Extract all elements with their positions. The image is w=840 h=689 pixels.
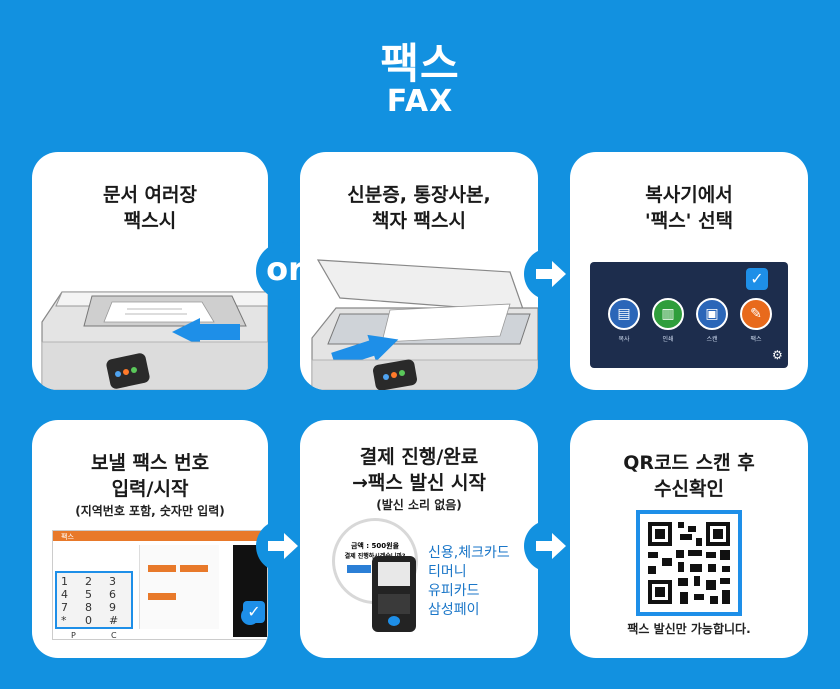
scan-icon[interactable]: ▣ <box>696 298 728 330</box>
payment-method-2: 티머니 <box>428 564 467 580</box>
arrow-right-icon <box>256 520 308 572</box>
key-p[interactable]: P <box>71 631 76 640</box>
step-5-note: (발신 소리 없음) <box>376 498 462 512</box>
step-card-5: 결제 진행/완료 →팩스 발신 시작 (발신 소리 없음) 금액 : 500원을… <box>300 420 538 658</box>
step-3-title-line-2: '팩스' 선택 <box>644 210 734 232</box>
step-card-2: 신분증, 통장사본, 책자 팩스시 <box>300 152 538 390</box>
qr-caption: 팩스 발신만 가능합니다. <box>627 622 751 636</box>
copy-label: 복사 <box>618 336 630 343</box>
page-title: 팩스 <box>380 39 460 88</box>
step-2-title-line-1: 신분증, 통장사본, <box>347 184 491 206</box>
fax-icon[interactable]: ✎ <box>740 298 772 330</box>
printer-adf-illustration <box>41 291 268 390</box>
step-4-title-line-2: 입력/시작 <box>111 478 189 500</box>
scan-label: 스캔 <box>706 336 718 343</box>
fax-panel-header <box>53 531 268 541</box>
key-7[interactable]: 7 <box>61 601 68 614</box>
nfc-icon <box>378 594 410 614</box>
option-selected-2[interactable] <box>180 565 208 572</box>
key-0[interactable]: 0 <box>85 614 92 627</box>
checkmark-icon: ✓ <box>746 268 768 290</box>
key-hash[interactable]: # <box>109 614 119 627</box>
payment-method-3: 유피카드 <box>428 583 480 599</box>
key-4[interactable]: 4 <box>61 588 68 601</box>
bubble-line-1: 금액 : 500원을 <box>350 542 400 550</box>
step-5-title-line-1: 결제 진행/완료 <box>359 446 479 468</box>
step-2-title-line-2: 책자 팩스시 <box>371 210 466 232</box>
step-3-title-line-1: 복사기에서 <box>645 184 733 206</box>
key-star[interactable]: * <box>61 614 67 627</box>
step-1-title-line-1: 문서 여러장 <box>102 184 197 206</box>
key-1[interactable]: 1 <box>61 575 68 588</box>
step-4-title-line-1: 보낼 팩스 번호 <box>90 452 210 474</box>
step-5-title-line-2: →팩스 발신 시작 <box>351 472 487 494</box>
copier-home-screen: ✓ ▤ 복사 ▥ 인쇄 ▣ 스캔 ✎ 팩스 ⚙ <box>590 262 788 368</box>
payment-method-4: 삼성페이 <box>428 602 480 618</box>
copy-icon[interactable]: ▤ <box>608 298 640 330</box>
card-reader <box>372 556 416 632</box>
key-8[interactable]: 8 <box>85 601 92 614</box>
step-card-3: 복사기에서 '팩스' 선택 ✓ ▤ 복사 ▥ 인쇄 ▣ 스캔 ✎ 팩스 ⚙ <box>570 152 808 390</box>
payment-method-1: 신용,체크카드 <box>428 545 510 561</box>
arrow-right-icon <box>524 248 576 300</box>
key-6[interactable]: 6 <box>109 588 116 601</box>
step-6-title-line-1: QR코드 스캔 후 <box>623 452 755 474</box>
qr-code-icon[interactable] <box>640 514 738 612</box>
option-selected[interactable] <box>148 565 176 572</box>
gear-icon[interactable]: ⚙ <box>772 348 783 362</box>
checkmark-icon: ✓ <box>243 601 265 623</box>
bubble-cancel-button[interactable] <box>347 565 371 573</box>
print-icon[interactable]: ▥ <box>652 298 684 330</box>
key-9[interactable]: 9 <box>109 601 116 614</box>
option-selected-3[interactable] <box>148 593 176 600</box>
print-label: 인쇄 <box>662 336 674 343</box>
step-card-4: 보낼 팩스 번호 입력/시작 (지역번호 포함, 숫자만 입력) 팩스 1 2 … <box>32 420 268 658</box>
page-subtitle: FAX <box>386 84 454 119</box>
settings-panel <box>139 545 219 629</box>
step-4-note: (지역번호 포함, 숫자만 입력) <box>75 504 225 518</box>
arrow-right-icon <box>524 520 576 572</box>
step-card-1: 문서 여러장 팩스시 <box>32 152 268 390</box>
step-1-title-line-2: 팩스시 <box>123 210 177 232</box>
printer-flatbed-illustration <box>311 259 538 390</box>
key-c[interactable]: C <box>111 631 117 640</box>
step-6-title-line-2: 수신확인 <box>654 478 724 500</box>
key-3[interactable]: 3 <box>109 575 116 588</box>
payment-methods: 신용,체크카드 티머니 유피카드 삼성페이 <box>428 544 510 620</box>
qr-code-frame <box>636 510 742 616</box>
fax-label: 팩스 <box>750 336 762 343</box>
key-2[interactable]: 2 <box>85 575 92 588</box>
fax-panel-title: 팩스 <box>61 533 74 541</box>
key-5[interactable]: 5 <box>85 588 92 601</box>
fax-keypad-screen: 팩스 1 2 3 4 5 6 7 8 9 * 0 # P C ✓ <box>52 530 268 640</box>
keypad: 1 2 3 4 5 6 7 8 9 * 0 # <box>55 571 133 629</box>
step-card-6: QR코드 스캔 후 수신확인 팩스 발신만 가능합니다. <box>570 420 808 658</box>
